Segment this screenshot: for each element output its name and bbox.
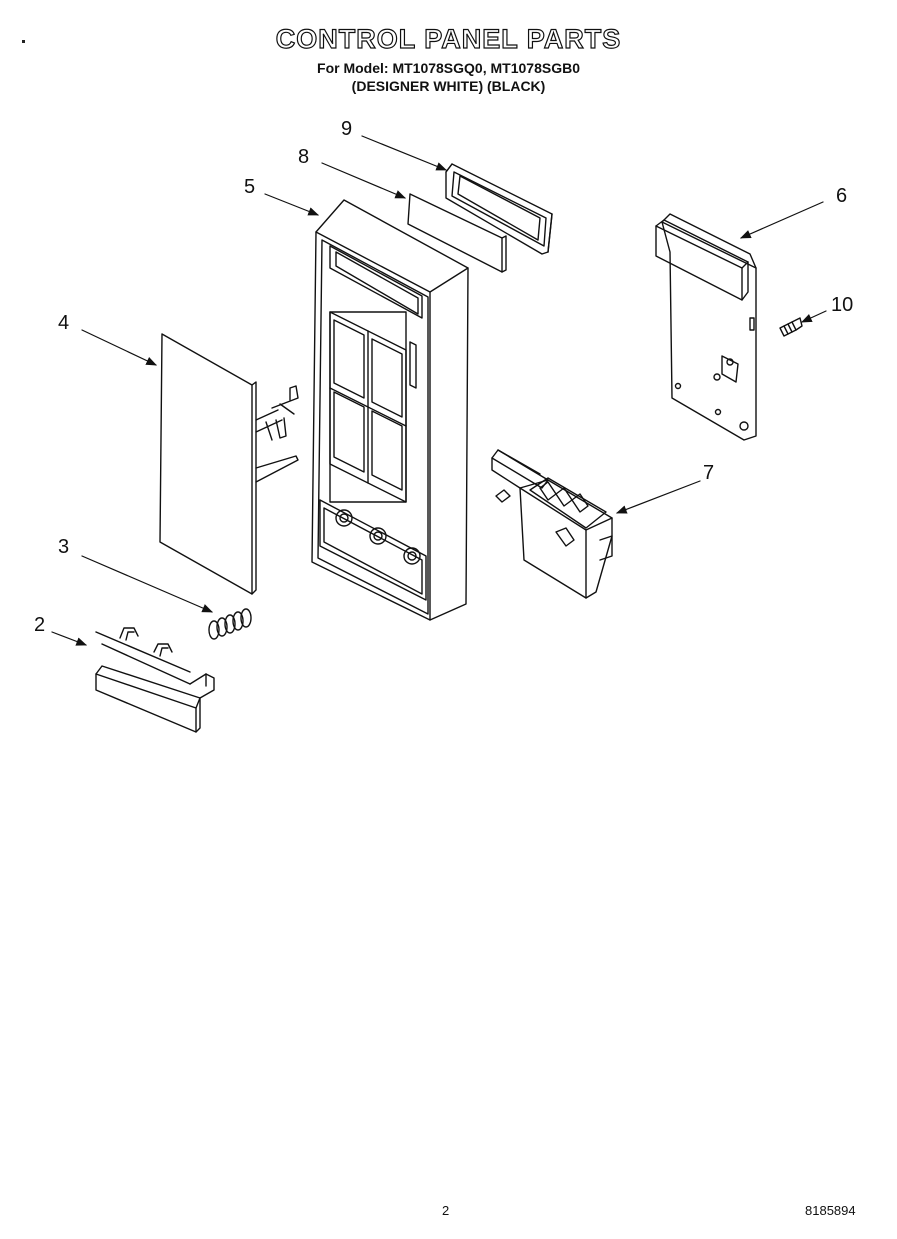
part-7-latch-switch-holder: [491, 449, 613, 599]
leader-5: [264, 193, 320, 216]
margin-mark: [22, 40, 25, 43]
callout-8: 8: [298, 146, 310, 168]
color-line: (DESIGNER WHITE) (BLACK): [351, 78, 546, 94]
part-3-spring: [208, 608, 252, 640]
document-code: 8185894: [805, 1203, 856, 1218]
leader-9: [361, 135, 448, 171]
part-9-window-frame: [445, 163, 553, 255]
callout-7: 7: [703, 462, 715, 484]
leader-4: [81, 329, 157, 366]
callout-10: 10: [831, 294, 854, 316]
leader-3: [81, 555, 213, 613]
page-number: 2: [442, 1203, 450, 1218]
callout-6: 6: [836, 185, 848, 207]
leader-8: [321, 162, 406, 199]
callout-9: 9: [341, 118, 353, 140]
part-5-control-panel-frame: [311, 199, 469, 621]
callout-3: 3: [58, 536, 70, 558]
callout-4: 4: [58, 312, 70, 334]
page-title: CONTROL PANEL PARTS: [275, 23, 622, 54]
callout-5: 5: [244, 176, 256, 198]
leader-10: [801, 310, 827, 323]
part-2-release-button: [95, 627, 215, 733]
part-4-membrane-panel: [159, 333, 299, 595]
callout-2: 2: [34, 614, 46, 636]
model-line: For Model: MT1078SGQ0, MT1078SGB0: [317, 60, 580, 76]
part-8-display-window: [407, 193, 507, 273]
part-10-screw: [779, 317, 803, 337]
part-6-control-board: [655, 213, 757, 441]
leader-2: [51, 631, 88, 646]
leader-7: [615, 480, 701, 514]
leader-lines: [51, 135, 827, 646]
leader-6: [740, 201, 824, 239]
